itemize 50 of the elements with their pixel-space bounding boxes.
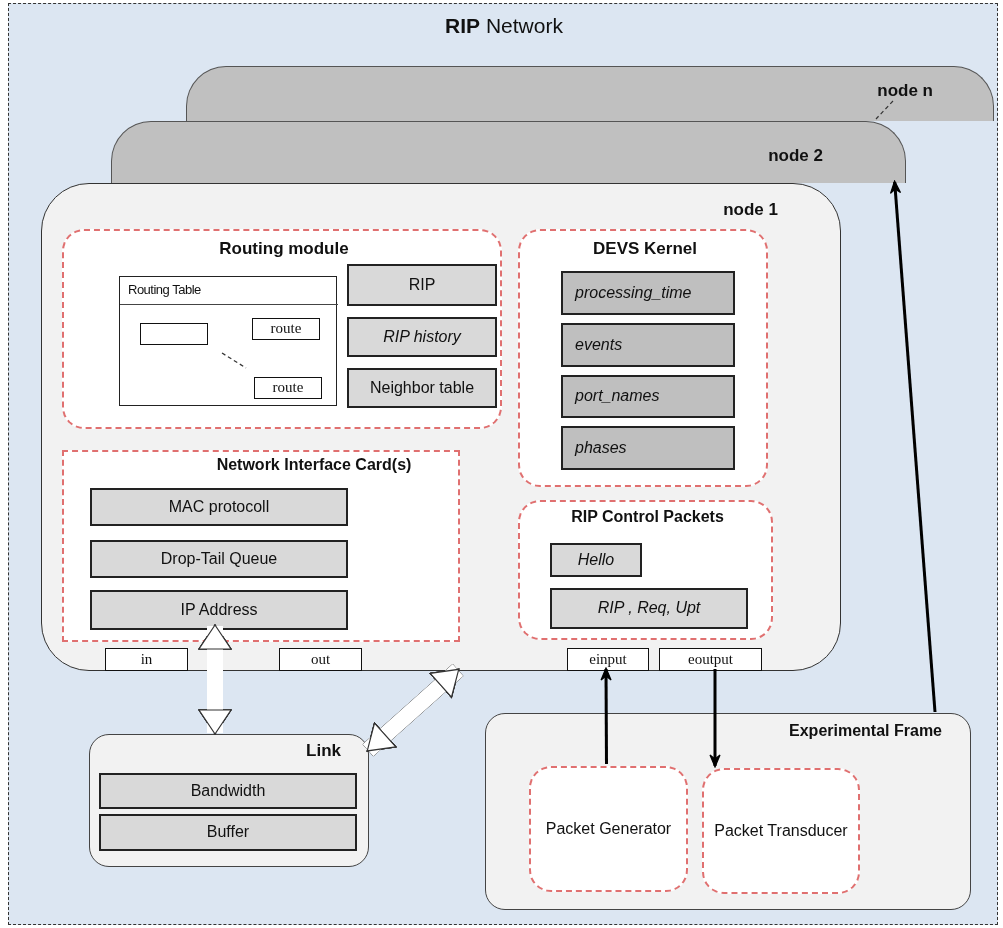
component-block: Neighbor table — [347, 368, 497, 408]
arrow — [709, 669, 721, 768]
variable-block: processing_time — [561, 271, 735, 315]
node-card — [111, 121, 906, 183]
subsystem-panel — [89, 734, 369, 867]
network-frame — [8, 3, 998, 925]
routing-table — [119, 276, 337, 406]
port-box: einput — [567, 648, 649, 671]
panel-title: node 1 — [722, 200, 779, 220]
module-panel: Packet Generator — [529, 766, 688, 892]
port-box: in — [105, 648, 188, 671]
block-arrow — [198, 624, 232, 735]
module-panel — [62, 450, 460, 642]
block-arrow — [362, 664, 464, 757]
frame-title: RIP Network — [444, 14, 564, 38]
panel-title: Routing module — [218, 239, 350, 259]
component-block: Bandwidth — [99, 773, 357, 809]
empty-entry-box — [140, 323, 208, 345]
node-card — [41, 183, 841, 671]
module-panel: Packet Transducer — [702, 768, 860, 894]
table-header: Routing Table — [120, 277, 338, 305]
panel-title: Experimental Frame — [788, 722, 943, 740]
panel-title: RIP Control Packets — [570, 508, 725, 526]
panel-title: node 2 — [767, 146, 824, 166]
port-box: out — [279, 648, 362, 671]
arrow — [600, 667, 612, 764]
variable-block: phases — [561, 426, 735, 470]
component-block: Hello — [550, 543, 642, 577]
component-block: RIP — [347, 264, 497, 306]
module-panel — [518, 500, 773, 640]
module-panel — [62, 229, 502, 429]
port-box: eoutput — [659, 648, 762, 671]
module-panel — [518, 229, 768, 487]
component-block: Buffer — [99, 814, 357, 851]
subsystem-panel — [485, 713, 971, 910]
component-block: MAC protocoll — [90, 488, 348, 526]
panel-title: node n — [876, 81, 934, 101]
port-box: route — [252, 318, 320, 340]
variable-block: port_names — [561, 375, 735, 418]
arrow — [889, 180, 937, 713]
variable-block: events — [561, 323, 735, 367]
component-block: IP Address — [90, 590, 348, 630]
node-card — [186, 66, 994, 121]
component-block: RIP , Req, Upt — [550, 588, 748, 629]
panel-title: Link — [305, 741, 342, 761]
component-block: Drop-Tail Queue — [90, 540, 348, 578]
component-block: RIP history — [347, 317, 497, 357]
port-box: route — [254, 377, 322, 399]
panel-title: Network Interface Card(s) — [215, 456, 413, 474]
panel-title: DEVS Kernel — [592, 239, 698, 259]
